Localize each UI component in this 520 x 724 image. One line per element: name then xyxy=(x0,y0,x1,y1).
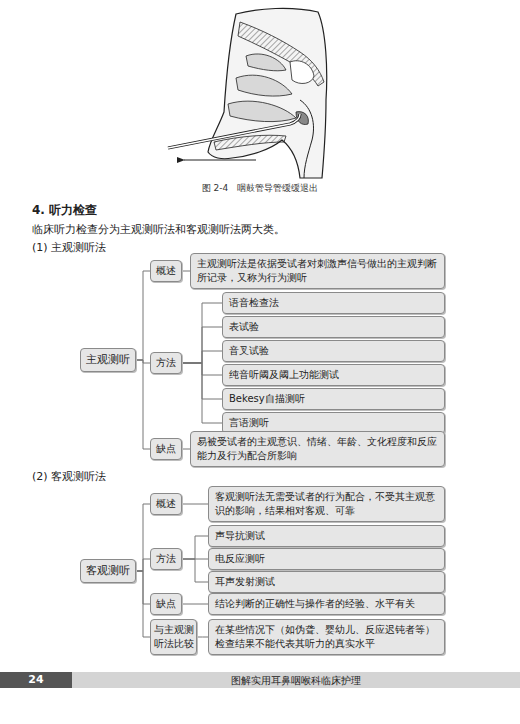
branch-box: 方法 xyxy=(150,548,182,570)
node-text: 语音检查法 xyxy=(229,296,438,310)
tree-connector xyxy=(182,604,208,605)
tree-connector xyxy=(136,559,150,571)
catheter xyxy=(168,114,300,148)
node-text: 易被受试者的主观意识、情绪、年龄、文化程度和反应能力及行为配合所影响 xyxy=(197,435,438,463)
node-text: 缺点 xyxy=(153,442,179,456)
node-text: 声导抗测试 xyxy=(215,529,438,543)
node-text: 音叉试验 xyxy=(229,344,438,358)
node-text: 主观测听法是依据受试者对刺激声信号做出的主观判断所记录，又称为行为测听 xyxy=(197,257,438,285)
tree-connector xyxy=(136,271,150,360)
branch-box: 与主观测听法比较 xyxy=(150,619,197,655)
tree-connector xyxy=(182,363,222,423)
tree-connector xyxy=(182,327,222,363)
leaf-box: Bekesy自描测听 xyxy=(222,388,445,410)
tree-connector xyxy=(182,449,190,450)
inferior-turbinate xyxy=(228,101,296,121)
leaf-box: 电反应测听 xyxy=(208,548,445,570)
tree-connector xyxy=(182,536,208,559)
tree-connector xyxy=(182,351,222,363)
leaf-box: 纯音听阈及阈上功能测试 xyxy=(222,364,445,386)
tree-connector xyxy=(182,559,208,582)
tree-connector xyxy=(136,360,150,449)
branch-box: 缺点 xyxy=(150,593,182,615)
sphenoid-sinus xyxy=(290,61,314,84)
node-text: 方法 xyxy=(153,552,179,566)
book-title: 图解实用耳鼻咽喉科临床护理 xyxy=(72,674,520,688)
node-text: 纯音听阈及阈上功能测试 xyxy=(229,368,438,382)
node-text: 表试验 xyxy=(229,320,438,334)
node-text: 概述 xyxy=(153,497,179,511)
leaf-box: 结论判断的正确性与操作者的经验、水平有关 xyxy=(208,593,445,615)
node-text: 主观测听 xyxy=(84,353,132,367)
subsection-heading: (1) 主观测听法 xyxy=(32,240,106,255)
leaf-box: 主观测听法是依据受试者对刺激声信号做出的主观判断所记录，又称为行为测听 xyxy=(190,253,445,289)
leaf-box: 语音检查法 xyxy=(222,292,445,314)
leaf-box: 耳声发射测试 xyxy=(208,571,445,593)
root-box: 客观测听 xyxy=(80,559,136,583)
superior-turbinate xyxy=(246,54,286,71)
skull-outline xyxy=(208,8,327,178)
page-number: 24 xyxy=(0,673,72,686)
leaf-box: 客观测听法无需受试者的行为配合，不受其主观意识的影响，结果相对客观、可靠 xyxy=(208,486,445,522)
withdraw-arrow xyxy=(184,160,256,161)
node-text: 概述 xyxy=(153,264,179,278)
tree-connector xyxy=(182,303,222,363)
root-box: 主观测听 xyxy=(80,348,136,372)
leaf-box: 表试验 xyxy=(222,316,445,338)
body-text: 临床听力检查分为主观测听法和客观测听法两大类。 xyxy=(32,222,285,237)
node-text: Bekesy自描测听 xyxy=(229,392,438,406)
node-text: 缺点 xyxy=(153,597,179,611)
branch-box: 概述 xyxy=(150,260,182,282)
node-text: 言语测听 xyxy=(229,416,438,430)
leaf-box: 声导抗测试 xyxy=(208,525,445,547)
section-heading: 4. 听力检查 xyxy=(32,202,97,219)
node-text: 方法 xyxy=(153,356,179,370)
branch-box: 方法 xyxy=(150,352,182,374)
node-text: 客观测听 xyxy=(84,564,132,578)
tree-connector xyxy=(136,504,150,571)
branch-box: 概述 xyxy=(150,493,182,515)
node-text: 与主观测听法比较 xyxy=(153,623,194,651)
tree-connector xyxy=(136,571,150,637)
branch-box: 缺点 xyxy=(150,438,182,460)
node-text: 客观测听法无需受试者的行为配合，不受其主观意识的影响，结果相对客观、可靠 xyxy=(215,490,438,518)
node-text: 结论判断的正确性与操作者的经验、水平有关 xyxy=(215,597,438,611)
tree-connector xyxy=(182,504,208,505)
catheter-core xyxy=(168,114,300,148)
node-text: 电反应测听 xyxy=(215,552,438,566)
node-text: 耳声发射测试 xyxy=(215,575,438,589)
leaf-box: 在某些情况下（如伪聋、婴幼儿、反应迟钝者等）检查结果不能代表其听力的真实水平 xyxy=(208,619,445,655)
middle-turbinate xyxy=(236,75,292,96)
leaf-box: 易被受试者的主观意识、情绪、年龄、文化程度和反应能力及行为配合所影响 xyxy=(190,431,445,467)
leaf-box: 音叉试验 xyxy=(222,340,445,362)
subsection-heading: (2) 客观测听法 xyxy=(32,469,106,484)
tree-connector xyxy=(182,271,190,272)
node-text: 在某些情况下（如伪聋、婴幼儿、反应迟钝者等）检查结果不能代表其听力的真实水平 xyxy=(215,623,438,651)
tree-connector xyxy=(197,637,208,638)
figure-caption: 图 2-4 咽鼓管导管缓缓退出 xyxy=(0,182,520,195)
